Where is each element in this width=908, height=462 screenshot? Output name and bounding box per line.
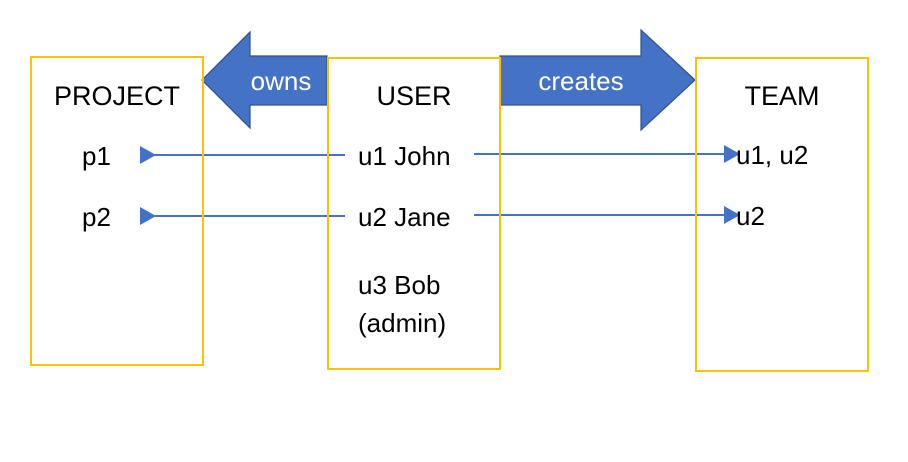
relationship-label-owns: owns (250, 66, 312, 96)
relationship-label-creates: creates (538, 66, 624, 96)
entity-box-team[interactable] (695, 57, 869, 372)
user-item-u3-role: (admin) (358, 308, 447, 338)
user-item-u2: u2 Jane (358, 202, 451, 232)
entity-box-user[interactable] (327, 57, 501, 370)
entity-box-project[interactable] (30, 56, 204, 366)
entity-title-project: PROJECT (53, 81, 180, 111)
project-item-p1: p1 (82, 141, 111, 171)
entity-title-user: USER (376, 81, 452, 111)
user-item-u1: u1 John (358, 141, 451, 171)
user-item-u3: u3 Bob (358, 270, 441, 300)
entity-title-team: TEAM (744, 81, 820, 111)
project-item-p2: p2 (82, 202, 111, 232)
team-item-1: u1, u2 (736, 140, 809, 170)
team-item-2: u2 (736, 201, 765, 231)
